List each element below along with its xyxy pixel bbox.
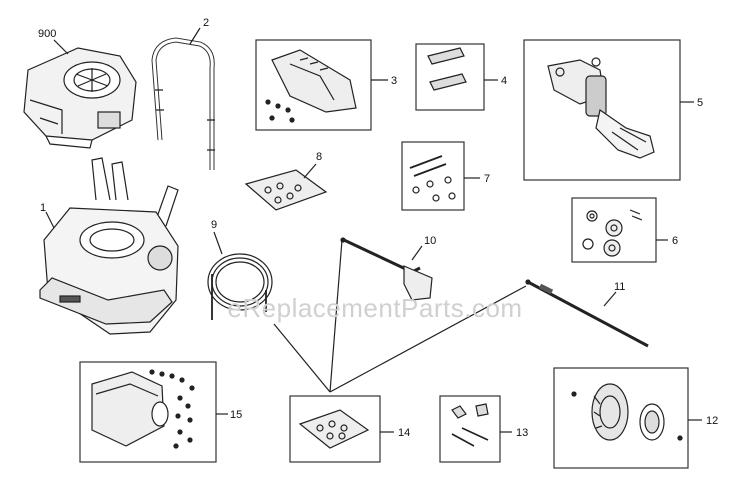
callout-9: 9 (211, 219, 217, 231)
pump-part (547, 57, 655, 159)
callout-13: 13 (516, 427, 528, 439)
leader-line-hose-to-14 (273, 323, 331, 393)
callout-15: 15 (230, 409, 242, 421)
handle-part (151, 37, 215, 170)
callout-10: 10 (424, 235, 436, 247)
wheel-part (571, 383, 683, 441)
leader-line-2 (189, 27, 201, 45)
axle-bolts-part (451, 403, 489, 447)
engine-part (23, 47, 137, 149)
nozzle-kit-part (298, 409, 370, 449)
bearings-part (582, 209, 643, 257)
callout-4: 4 (501, 75, 507, 87)
leader-line-8 (303, 163, 317, 179)
callout-11: 11 (614, 281, 625, 293)
leader-line-1 (45, 211, 55, 229)
callout-5: 5 (697, 97, 703, 109)
bolts-nuts-part (409, 155, 456, 202)
leader-line-wand-to-14 (329, 285, 527, 393)
callout-900: 900 (38, 28, 56, 40)
callout-14: 14 (398, 427, 410, 439)
bracket-part (265, 49, 357, 123)
hardware-kit-part (91, 369, 195, 449)
leader-line-10 (411, 245, 423, 261)
spray-gun-part (340, 237, 433, 301)
callout-1: 1 (40, 202, 46, 214)
leader-line-9 (213, 231, 223, 255)
callout-7: 7 (484, 173, 490, 185)
frame-part (39, 157, 179, 335)
wand-part (525, 279, 649, 348)
callout-3: 3 (391, 75, 397, 87)
leader-line-gun-to-14 (329, 239, 343, 393)
mount-bracket-part (244, 169, 328, 211)
leader-line-11 (603, 291, 617, 307)
callout-6: 6 (672, 235, 678, 247)
callout-12: 12 (706, 415, 718, 427)
spacer-tubes-part (427, 47, 467, 91)
callout-2: 2 (203, 17, 209, 29)
leader-line-900 (53, 39, 69, 55)
callout-8: 8 (316, 151, 322, 163)
hose-part (207, 253, 273, 320)
part-13-box (439, 395, 501, 463)
